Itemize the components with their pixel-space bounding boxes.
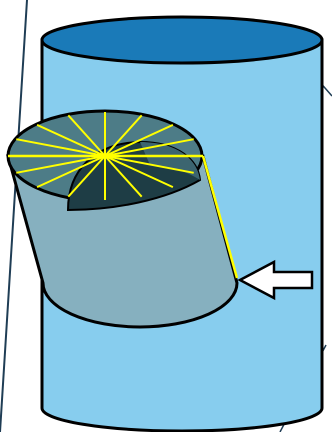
radial-line: [36, 155, 106, 189]
radial-line: [104, 155, 174, 189]
radial-line: [16, 155, 106, 174]
radial-line: [104, 155, 143, 198]
radial-line: [16, 138, 106, 157]
left-arrow-outline-icon: [237, 259, 314, 301]
radial-line: [104, 123, 174, 157]
radial-line: [67, 114, 106, 157]
radial-line: [67, 155, 106, 198]
page-edge-line: [0, 0, 28, 432]
radial-line: [104, 114, 143, 157]
radial-line: [104, 155, 194, 174]
pipe-right-edge-line: [201, 155, 239, 279]
pipe-body: [6, 154, 239, 329]
radial-line: [36, 123, 106, 157]
main-cylinder-top: [40, 15, 324, 65]
radial-line: [104, 138, 194, 157]
